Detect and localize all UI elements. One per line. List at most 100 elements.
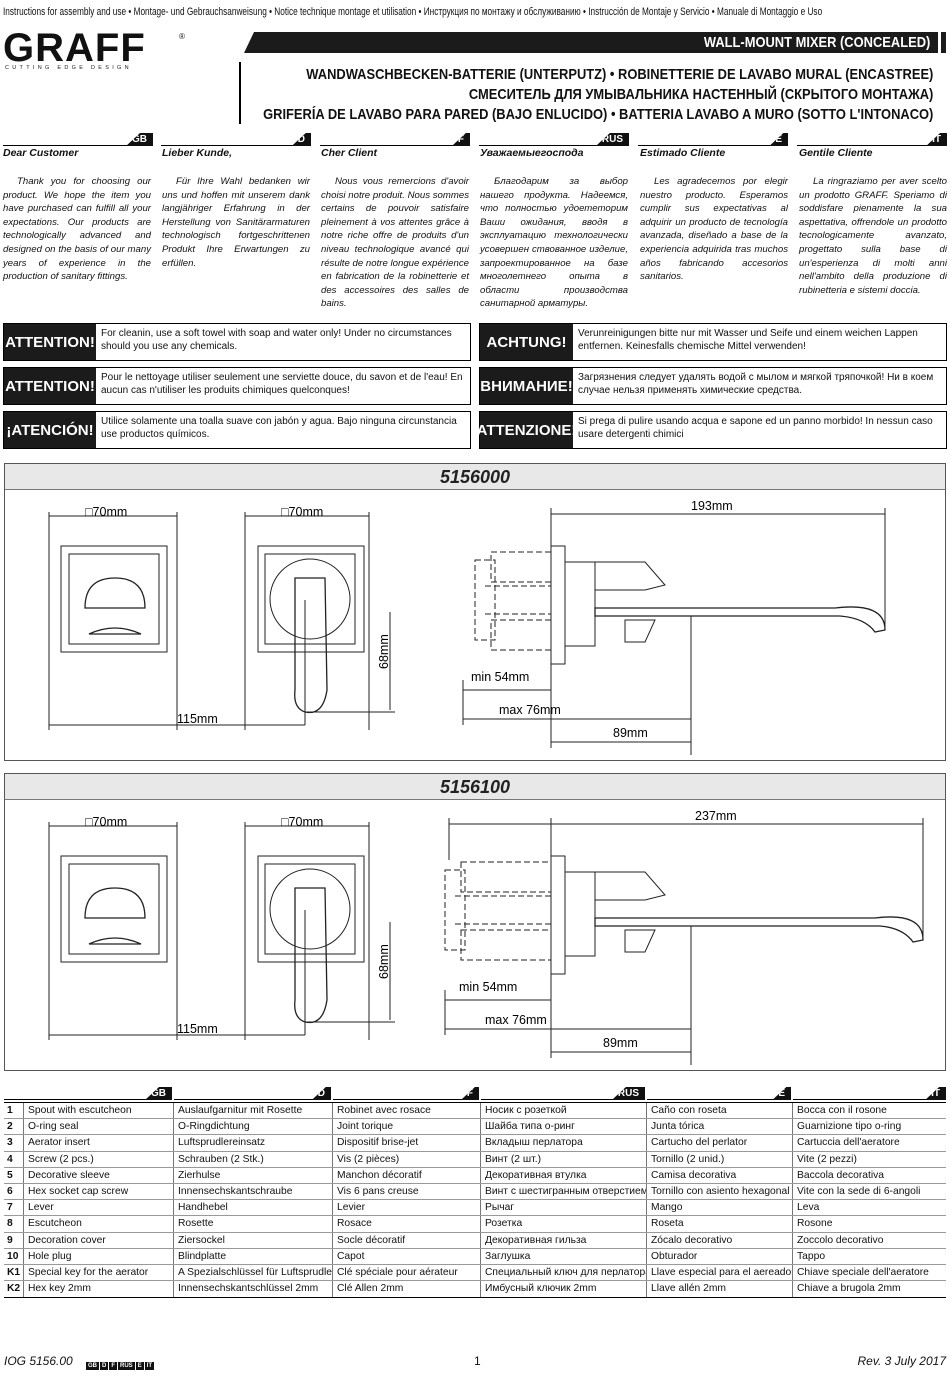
- drawing-panel-5156000: 5156000: [4, 463, 946, 761]
- dim-max: max 76mm: [485, 1013, 547, 1027]
- warning-rus: ВНИМАНИЕ!Загрязнения следует удалять вод…: [479, 367, 947, 405]
- intro-text: La ringraziamo per aver scelto un prodot…: [799, 176, 947, 296]
- parts-lang-header-it: IT: [793, 1087, 946, 1100]
- part-name-e: Llave especial para el aereador: [647, 1264, 793, 1281]
- part-name-gb: Lever: [24, 1200, 174, 1216]
- part-number: 5: [4, 1167, 24, 1183]
- intro-salutation: Lieber Kunde,: [162, 147, 233, 159]
- warning-it: ATTENZIONE!Si prega di pulire usando acq…: [477, 411, 947, 449]
- warning-text: Utilice solamente una toalla suave con j…: [101, 416, 457, 440]
- part-name-e: Tornillo (2 unid.): [647, 1151, 793, 1167]
- part-number: 4: [4, 1151, 24, 1167]
- part-name-gb: Screw (2 pcs.): [24, 1151, 174, 1167]
- part-name-f: Levier: [333, 1200, 481, 1216]
- part-name-rus: Винт с шестигранным отверстием: [481, 1183, 647, 1200]
- dim-min: min 54mm: [471, 670, 530, 684]
- part-name-e: Zócalo decorativo: [647, 1232, 793, 1248]
- warning-d: ACHTUNG!Verunreinigungen bitte nur mit W…: [479, 323, 947, 361]
- dim-width: 115mm: [177, 1022, 218, 1036]
- lang-tab-gb: GB: [126, 133, 153, 146]
- part-name-d: Ziersockel: [174, 1232, 333, 1248]
- part-name-d: Innensechskantschraube: [174, 1183, 333, 1200]
- dim-square-1: □70mm: [85, 815, 128, 829]
- part-number: 9: [4, 1232, 24, 1248]
- part-name-f: Capot: [333, 1248, 481, 1264]
- intro-salutation: Уважаемыегоспода: [480, 147, 584, 159]
- part-name-rus: Декоративная втулка: [481, 1167, 647, 1183]
- part-name-it: Cartuccia dell'aeratore: [797, 1137, 900, 1149]
- part-name-rus: Розетка: [481, 1216, 647, 1232]
- dim-spout: 89mm: [603, 1036, 638, 1050]
- part-name-rus: Специальный ключ для перлатора: [481, 1264, 647, 1281]
- lang-header-rus: RUS: [479, 133, 629, 146]
- dim-square-2: □70mm: [281, 505, 324, 519]
- intro-text: Thank you for choosing our product. We h…: [3, 176, 151, 283]
- dim-overall: 193mm: [691, 499, 733, 513]
- part-name-e: Junta tórica: [647, 1119, 793, 1135]
- graff-logo-icon: GRAFF ®: [3, 26, 185, 70]
- part-name-it: Vite (2 pezzi): [797, 1153, 857, 1165]
- part-name-f: Joint torique: [333, 1119, 481, 1135]
- warning-label: ACHTUNG!: [480, 324, 573, 360]
- part-name-f: Robinet avec rosace: [333, 1103, 481, 1119]
- part-name-d: Rosette: [174, 1216, 333, 1232]
- subtitle-line-2: СМЕСИТЕЛЬ ДЛЯ УМЫВАЛЬНИКА НАСТЕННЫЙ (СКР…: [468, 86, 933, 103]
- dim-overall: 237mm: [695, 809, 737, 823]
- parts-lang-header-gb: GB: [4, 1087, 172, 1100]
- part-name-d: Schrauben (2 Stk.): [174, 1151, 333, 1167]
- parts-tab-rus: RUS: [611, 1087, 645, 1100]
- model-number: 5156100: [5, 774, 945, 800]
- technical-drawing-5156100: [48, 818, 924, 1065]
- intro-d: Lieber Kunde,Für Ihre Wahl bedanken wir …: [162, 147, 310, 270]
- lang-badge: RUS: [118, 1361, 135, 1370]
- subtitle-block: WANDWASCHBECKEN-BATTERIE (UNTERPUTZ) • R…: [154, 65, 933, 125]
- part-name-it: Rosone: [797, 1218, 833, 1230]
- subtitle-line-3: GRIFERÍA DE LAVABO PARA PARED (BAJO ENLU…: [262, 106, 933, 123]
- part-name-gb: Special key for the aerator: [24, 1264, 174, 1281]
- part-number: 6: [4, 1183, 24, 1200]
- part-name-it: Chiave a brugola 2mm: [797, 1283, 901, 1295]
- part-number: K2: [4, 1281, 24, 1298]
- title-bar: [244, 32, 946, 53]
- parts-tab-e: E: [772, 1087, 791, 1100]
- part-name-e: Camisa decorativa: [647, 1167, 793, 1183]
- brand-name: GRAFF: [3, 27, 146, 70]
- lang-header-gb: GB: [3, 133, 153, 146]
- part-name-e: Caño con roseta: [647, 1103, 793, 1119]
- dim-height: 68mm: [377, 944, 391, 979]
- part-name-it: Tappo: [797, 1250, 826, 1262]
- warning-label: ATTENTION!: [4, 324, 96, 360]
- lang-header-e: E: [638, 133, 788, 146]
- part-name-e: Roseta: [647, 1216, 793, 1232]
- part-name-d: Blindplatte: [174, 1248, 333, 1264]
- warning-label: ВНИМАНИЕ!: [480, 368, 573, 404]
- warning-label: ATTENTION!: [4, 368, 96, 404]
- warning-text: Si prega di pulire usando acqua e sapone…: [578, 416, 933, 440]
- part-name-rus: Носик с розеткой: [481, 1103, 647, 1119]
- page-number: 1: [474, 1354, 481, 1368]
- lang-badge: D: [100, 1361, 109, 1370]
- part-name-e: Llave allén 2mm: [647, 1281, 793, 1298]
- part-name-f: Clé spéciale pour aérateur: [333, 1264, 481, 1281]
- part-name-d: A Spezialschlüssel für Luftsprudler: [174, 1264, 333, 1281]
- part-number: 8: [4, 1216, 24, 1232]
- dim-height: 68mm: [377, 634, 391, 669]
- drawing-panel-5156100: 5156100: [4, 773, 946, 1071]
- part-name-gb: Spout with escutcheon: [24, 1103, 174, 1119]
- part-number: 2: [4, 1119, 24, 1135]
- warning-e: ¡ATENCIÓN!Utilice solamente una toalla s…: [3, 411, 471, 449]
- svg-text:®: ®: [179, 32, 185, 41]
- part-number: 7: [4, 1200, 24, 1216]
- parts-tab-gb: GB: [145, 1087, 172, 1100]
- parts-tab-d: D: [311, 1087, 331, 1100]
